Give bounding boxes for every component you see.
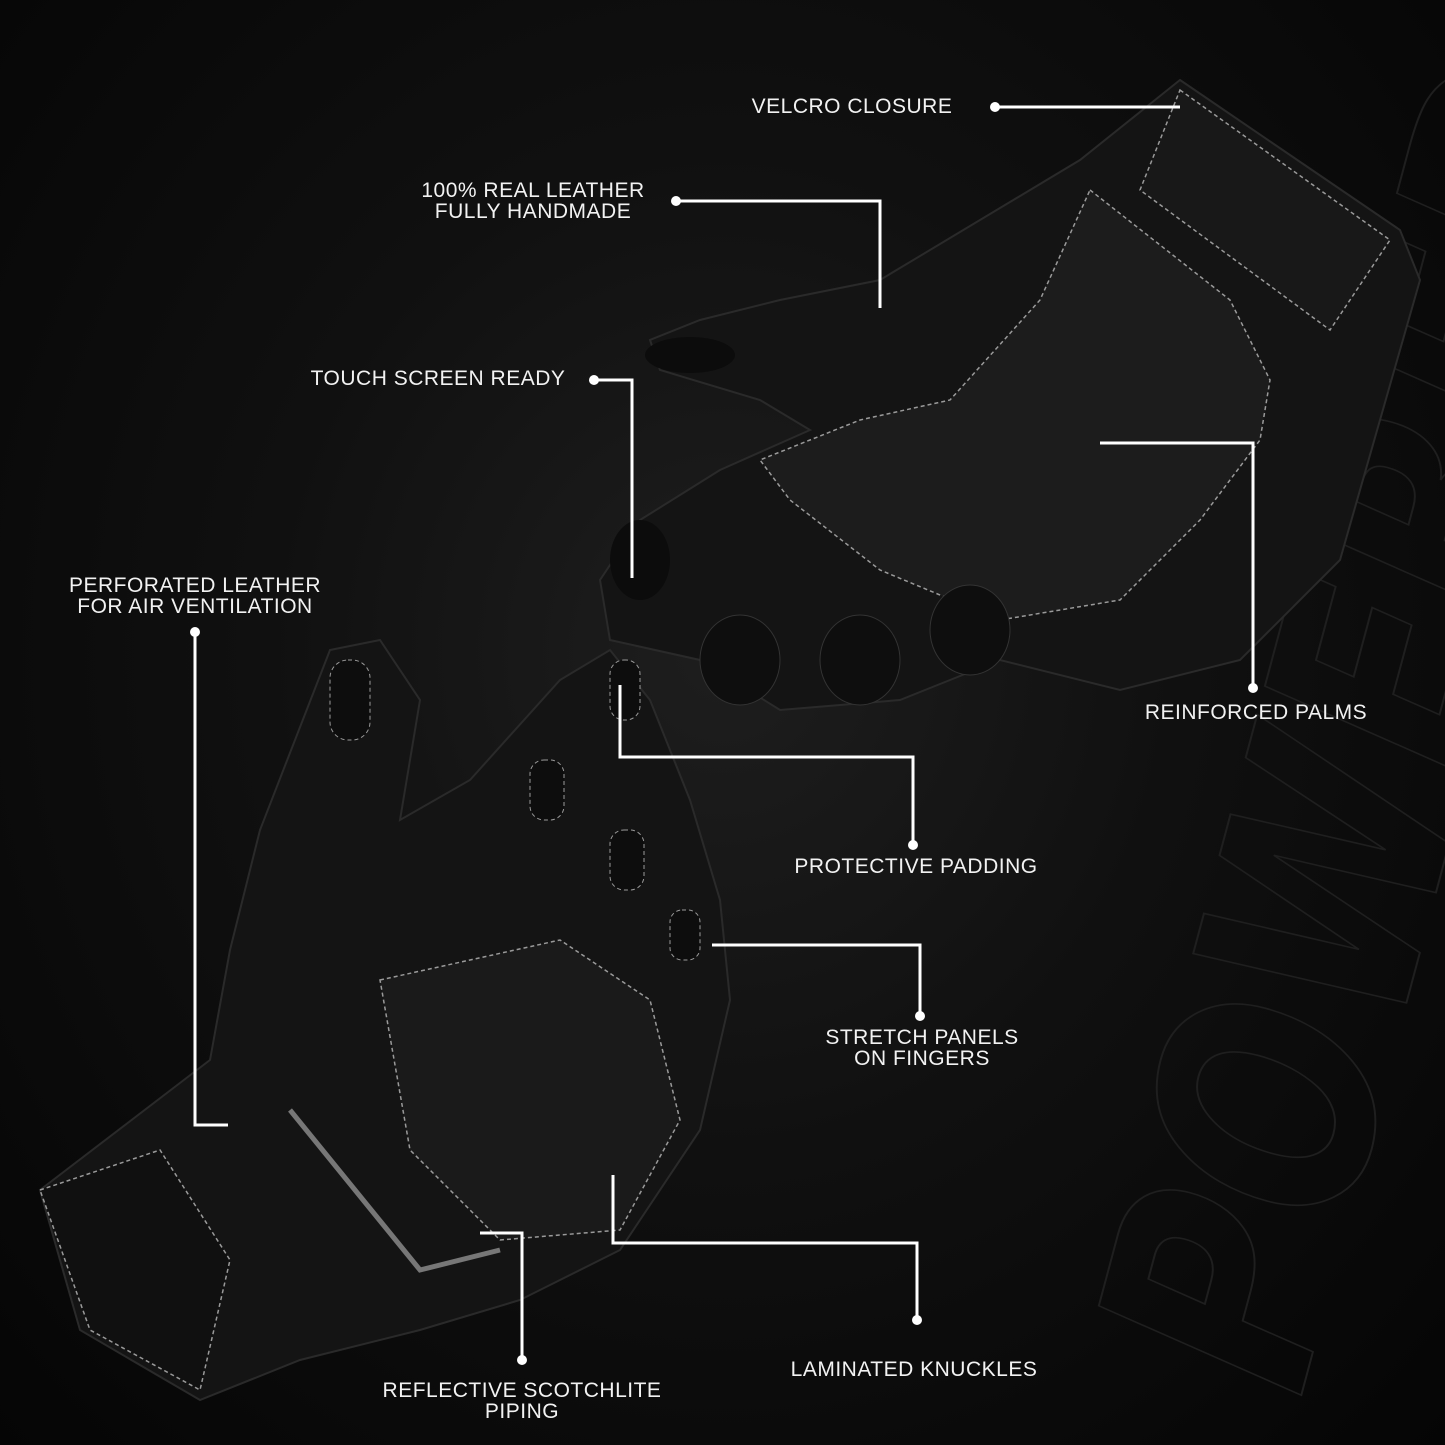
laminated-knuckles-label: LAMINATED KNUCKLES bbox=[791, 1359, 1038, 1380]
leather-dot bbox=[671, 196, 681, 206]
reinforced-dot bbox=[1248, 683, 1258, 693]
top-glove-image bbox=[598, 78, 1422, 712]
protective-padding-label: PROTECTIVE PADDING bbox=[794, 856, 1037, 877]
velcro-closure-label: VELCRO CLOSURE bbox=[752, 96, 953, 117]
reflective-leader-line bbox=[480, 1231, 524, 1360]
label-line-1: PERFORATED LEATHER bbox=[68, 574, 322, 597]
touch-screen-label: TOUCH SCREEN READY bbox=[311, 368, 566, 389]
label-text: REINFORCED PALMS bbox=[1144, 701, 1368, 724]
label-line-2: PIPING bbox=[484, 1400, 560, 1423]
label-text: PROTECTIVE PADDING bbox=[794, 855, 1038, 878]
perforated-leader-line bbox=[193, 632, 228, 1127]
laminated-leader-line bbox=[611, 1175, 919, 1320]
touch-leader-line bbox=[594, 378, 634, 578]
bottom-glove-image bbox=[38, 638, 732, 1402]
label-text: LAMINATED KNUCKLES bbox=[790, 1358, 1038, 1381]
reflective-dot bbox=[517, 1355, 527, 1365]
reinforced-leader-line bbox=[1100, 441, 1255, 688]
protective-leader-line bbox=[618, 685, 915, 845]
label-line-1: REFLECTIVE SCOTCHLITE bbox=[382, 1379, 662, 1402]
label-line-1: 100% REAL LEATHER bbox=[421, 179, 645, 202]
laminated-dot bbox=[912, 1315, 922, 1325]
leather-leader-line bbox=[676, 199, 882, 308]
perforated-dot bbox=[190, 627, 200, 637]
stretch-leader-line bbox=[712, 943, 922, 1016]
reinforced-palms-label: REINFORCED PALMS bbox=[1145, 702, 1367, 723]
protective-dot bbox=[908, 840, 918, 850]
label-text: VELCRO CLOSURE bbox=[751, 95, 953, 118]
label-line-2: ON FINGERS bbox=[854, 1047, 990, 1070]
velcro-dot bbox=[990, 102, 1000, 112]
label-text: TOUCH SCREEN READY bbox=[310, 367, 566, 390]
label-line-2: FULLY HANDMADE bbox=[434, 200, 632, 223]
label-line-2: FOR AIR VENTILATION bbox=[77, 595, 313, 618]
touch-dot bbox=[589, 375, 599, 385]
label-line-1: STRETCH PANELS bbox=[825, 1026, 1019, 1049]
stretch-dot bbox=[915, 1011, 925, 1021]
